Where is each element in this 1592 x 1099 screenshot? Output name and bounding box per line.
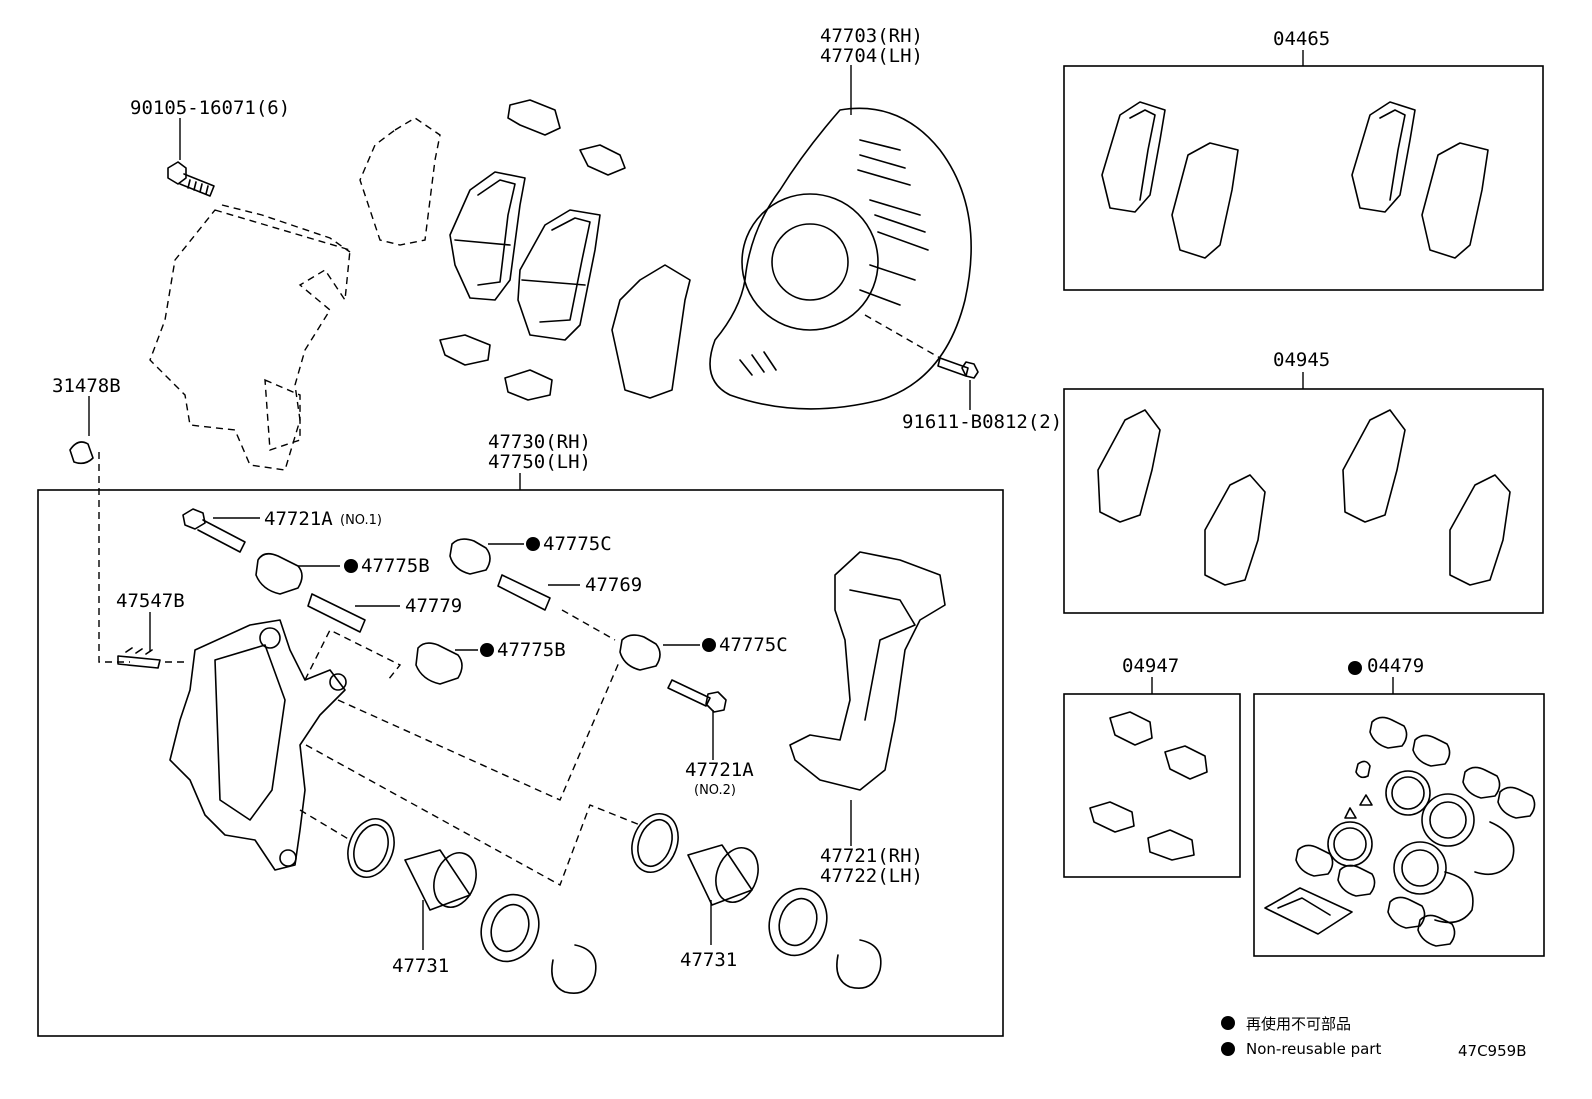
legend-bullet-ja-icon bbox=[1221, 1016, 1235, 1030]
label-caliper-rh: 47730(RH) bbox=[488, 431, 591, 453]
label-kit-04947: 04947 bbox=[1122, 655, 1179, 677]
label-mount-rh: 47721(RH) bbox=[820, 845, 923, 867]
label-pin-47779: 47779 bbox=[405, 595, 462, 617]
kit-04945-shims-icon bbox=[1097, 409, 1511, 586]
non-reusable-bullet-icon bbox=[1348, 661, 1362, 675]
caliper-outline-ghost-icon bbox=[149, 209, 351, 471]
kit-04465-pads-icon bbox=[1101, 101, 1489, 259]
label-bolt-91611: 91611-B0812(2) bbox=[902, 411, 1062, 433]
pin-bolt-no1-icon bbox=[182, 508, 246, 553]
anti-squeal-clip-bottom-1-icon bbox=[439, 334, 491, 366]
dust-boot-right-icon bbox=[768, 887, 828, 957]
non-reusable-bullet-icon bbox=[480, 643, 494, 657]
label-cap-31478b: 31478B bbox=[52, 375, 121, 397]
caliper-mounting-bracket-icon bbox=[789, 551, 946, 791]
label-piston-2: 47731 bbox=[680, 949, 737, 971]
shim-left-icon bbox=[359, 117, 441, 246]
boot-47775c-2-icon bbox=[619, 634, 661, 671]
kit-04947-frame bbox=[1063, 693, 1241, 878]
shim-right-icon bbox=[611, 264, 691, 399]
label-pin-47769: 47769 bbox=[585, 574, 642, 596]
label-caliper-lh: 47750(LH) bbox=[488, 451, 591, 473]
bolt-90105-icon bbox=[167, 161, 215, 197]
label-pin-bolt-no2: 47721A bbox=[685, 759, 754, 781]
assembly-dashed-lines bbox=[98, 204, 941, 887]
bleeder-cap-31478b-icon bbox=[69, 441, 94, 465]
label-kit-04479: 04479 bbox=[1367, 655, 1424, 677]
label-piston-1: 47731 bbox=[392, 955, 449, 977]
label-boot-47775c-1: 47775C bbox=[543, 533, 612, 555]
label-bleeder-47547b: 47547B bbox=[116, 590, 185, 612]
label-pin-bolt-no2-sub: (NO.2) bbox=[694, 783, 736, 798]
anti-squeal-clip-bottom-2-icon bbox=[504, 369, 553, 401]
kit-04465-frame bbox=[1063, 65, 1544, 291]
brake-pad-inner-icon bbox=[449, 171, 526, 301]
bolt-91611-icon bbox=[937, 357, 979, 379]
leader-lines bbox=[88, 50, 1394, 950]
pin-bolt-no2-icon bbox=[667, 679, 727, 713]
guide-pin-47769-icon bbox=[497, 574, 551, 611]
guide-pin-47779-icon bbox=[307, 593, 366, 633]
dust-boot-left-icon bbox=[480, 893, 540, 963]
boot-47775b-1-icon bbox=[255, 552, 303, 595]
label-boot-47775c-2: 47775C bbox=[719, 634, 788, 656]
caliper-body-icon bbox=[169, 619, 347, 871]
anti-squeal-clip-top-2-icon bbox=[579, 144, 626, 176]
non-reusable-bullet-icon bbox=[526, 537, 540, 551]
snap-ring-left-icon bbox=[551, 944, 597, 994]
label-boot-47775b-1: 47775B bbox=[361, 555, 430, 577]
label-pin-bolt-no1-sub: (NO.1) bbox=[340, 513, 382, 528]
legend-text-en: Non-reusable part bbox=[1246, 1040, 1381, 1058]
snap-ring-right-icon bbox=[836, 939, 882, 989]
non-reusable-bullet-icon bbox=[344, 559, 358, 573]
diagram-code: 47C959B bbox=[1458, 1042, 1526, 1060]
dust-shield-icon bbox=[709, 107, 972, 410]
label-bolt-90105: 90105-16071(6) bbox=[130, 97, 290, 119]
anti-squeal-clip-top-1-icon bbox=[507, 99, 561, 136]
piston-seal-left-icon bbox=[347, 818, 395, 878]
piston-right-icon bbox=[687, 844, 759, 906]
boot-47775c-1-icon bbox=[449, 538, 491, 575]
brake-pad-outer-icon bbox=[517, 209, 601, 341]
legend-text-ja: 再使用不可部品 bbox=[1246, 1015, 1351, 1033]
label-mount-lh: 47722(LH) bbox=[820, 865, 923, 887]
legend-bullet-en-icon bbox=[1221, 1042, 1235, 1056]
label-kit-04945: 04945 bbox=[1273, 349, 1330, 371]
piston-left-icon bbox=[404, 849, 477, 911]
label-kit-04465: 04465 bbox=[1273, 28, 1330, 50]
caliper-assembly-frame bbox=[37, 489, 1004, 1037]
label-boot-47775b-2: 47775B bbox=[497, 639, 566, 661]
label-pin-bolt-no1: 47721A bbox=[264, 508, 333, 530]
kit-04945-frame bbox=[1063, 388, 1544, 614]
bleeder-plug-47547b-icon bbox=[117, 647, 161, 669]
non-reusable-bullet-icon bbox=[702, 638, 716, 652]
label-shield-lh: 47704(LH) bbox=[820, 45, 923, 67]
piston-seal-right-icon bbox=[631, 813, 679, 873]
label-shield-rh: 47703(RH) bbox=[820, 25, 923, 47]
kit-04479-frame bbox=[1253, 693, 1545, 957]
kit-04947-clips-icon bbox=[1089, 711, 1208, 861]
boot-47775b-2-icon bbox=[415, 642, 463, 685]
kit-04479-seal-kit-icon bbox=[1264, 716, 1536, 947]
